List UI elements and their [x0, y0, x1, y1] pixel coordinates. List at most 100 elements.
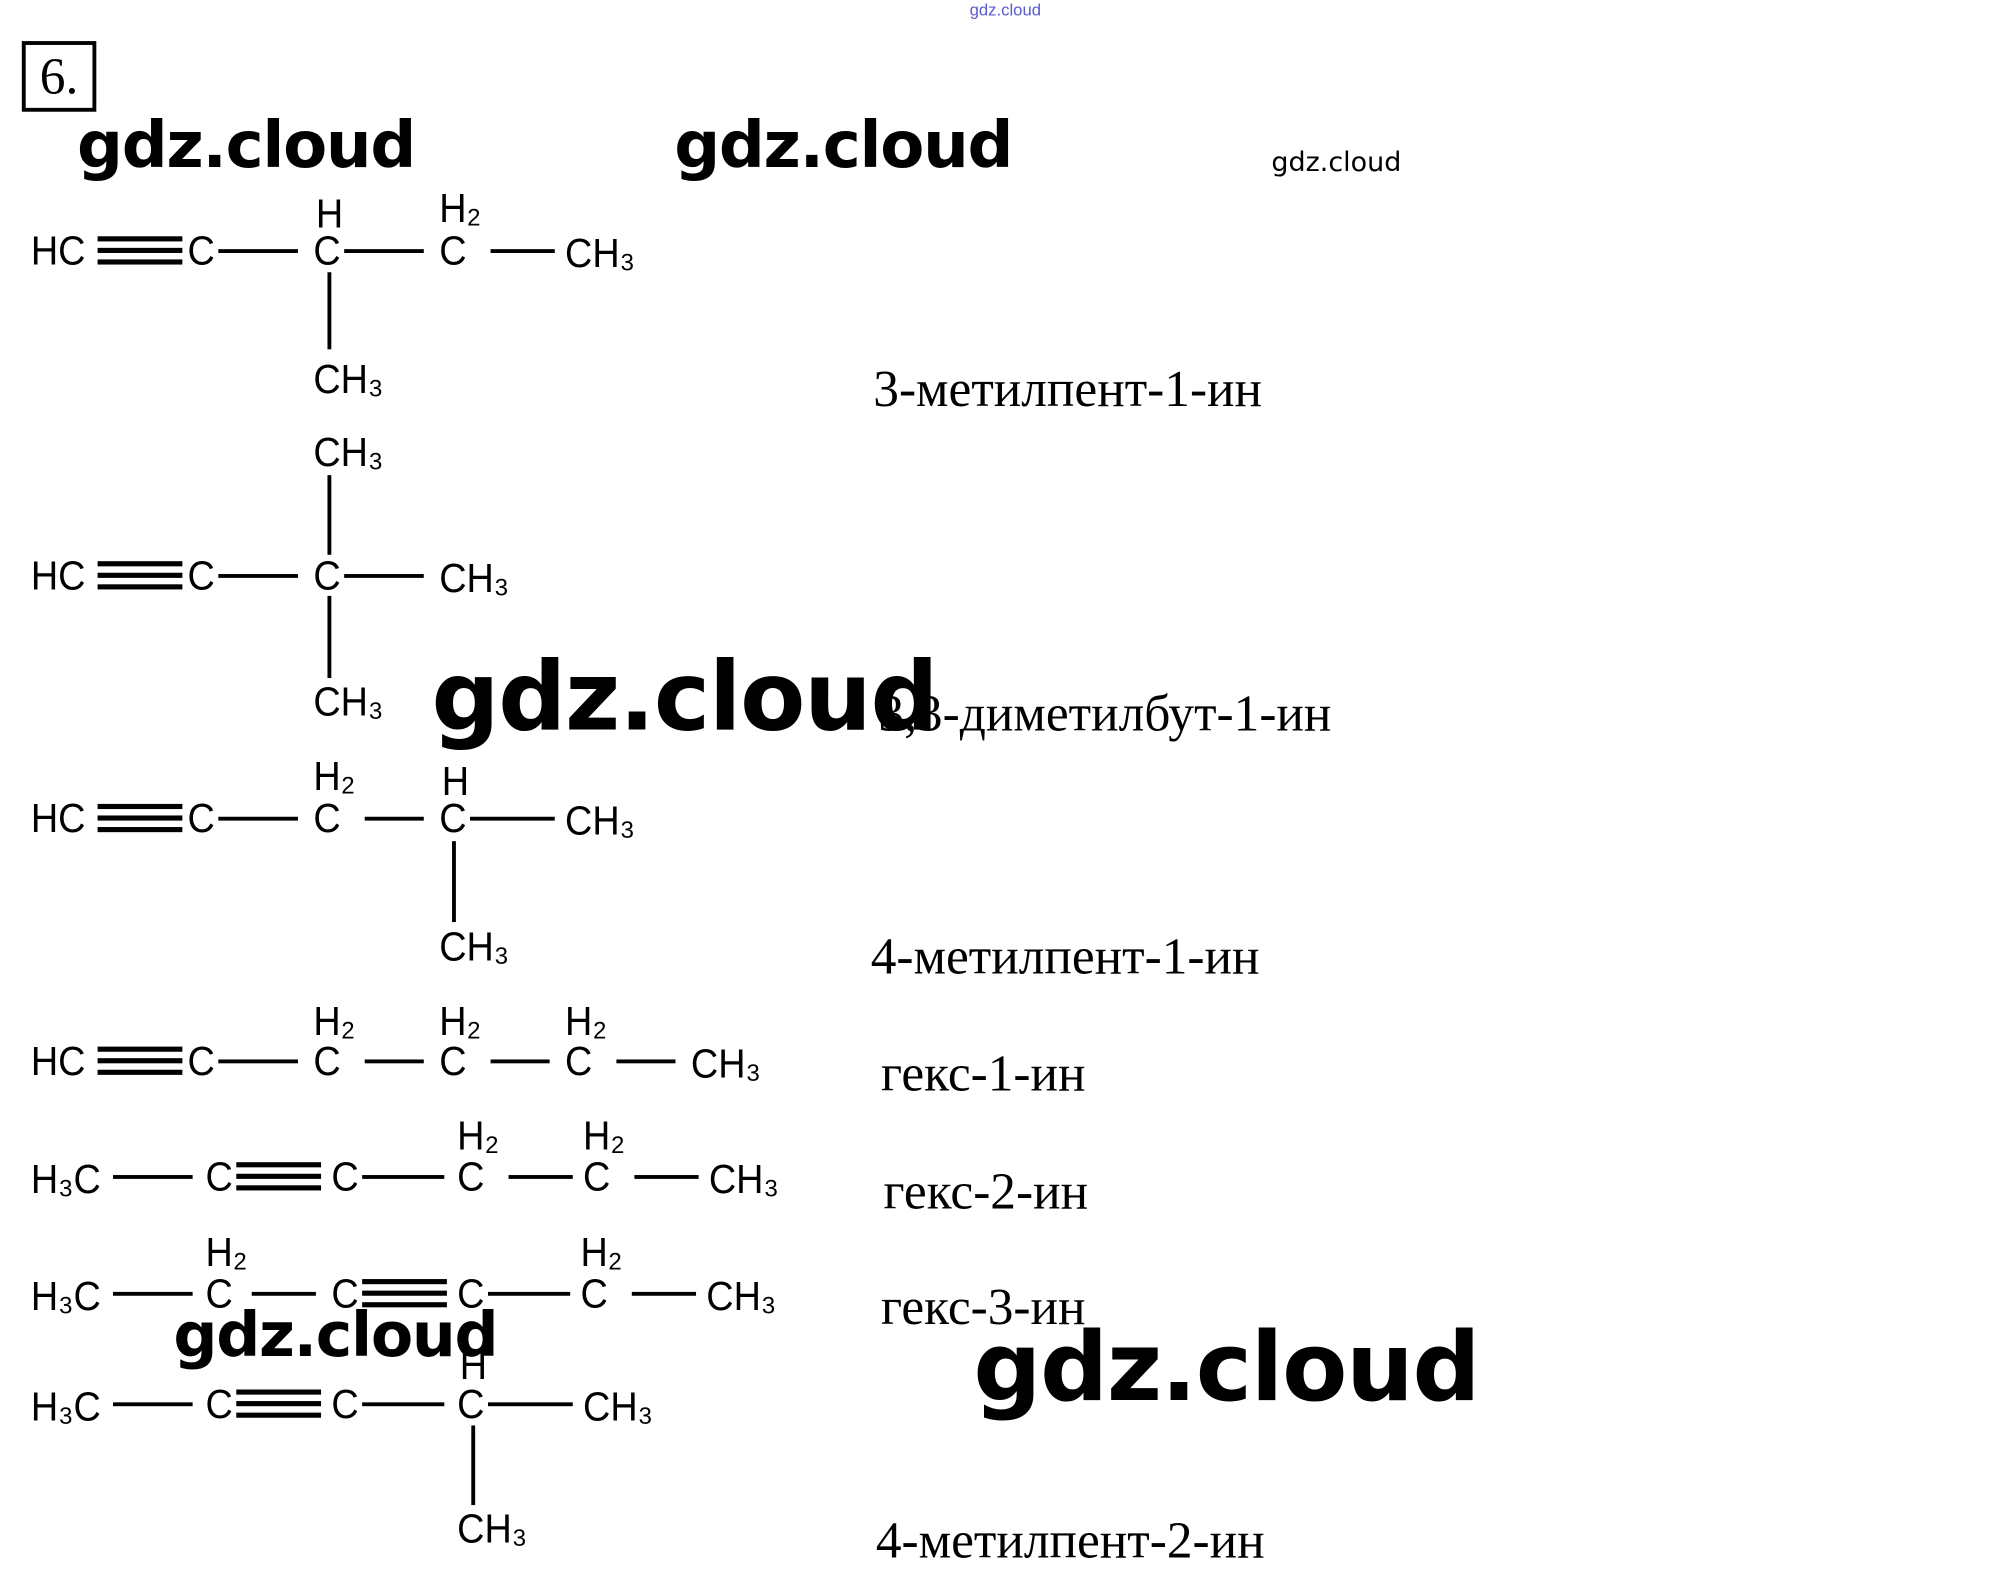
compound-name: гекс-1-ин — [880, 1044, 1086, 1102]
single-bond — [326, 595, 331, 679]
atom-label: C — [331, 1380, 359, 1427]
compound-name: 4-метилпент-2-ин — [875, 1511, 1265, 1570]
atom-label: HC — [30, 227, 86, 274]
single-bond — [487, 1401, 573, 1406]
atom-label: C — [187, 1037, 215, 1084]
atom-label: H₂ — [583, 1112, 626, 1159]
atom-label: C — [313, 1037, 341, 1084]
triple-bond-line — [97, 803, 183, 810]
single-bond — [362, 1401, 445, 1406]
single-bond — [218, 816, 298, 820]
atom-label: C — [580, 1270, 608, 1317]
atom-label: C — [331, 1270, 359, 1317]
triple-bond-line — [97, 247, 183, 253]
compound-name: 3-метилпент-1-ин — [873, 359, 1263, 418]
atom-label: CH₃ — [313, 355, 384, 402]
compound-name: 3,3-диметилбут-1-ин — [878, 684, 1332, 743]
triple-bond-line — [362, 1279, 447, 1285]
single-bond — [490, 1058, 550, 1063]
watermark-top: gdz.cloud — [969, 0, 1042, 20]
triple-bond-line — [236, 1173, 322, 1179]
atom-label: CH₃ — [457, 1505, 528, 1552]
compound-name: гекс-2-ин — [883, 1162, 1089, 1220]
atom-label: C — [187, 227, 215, 274]
atom-label: H₂ — [457, 1112, 500, 1159]
triple-bond-line — [236, 1162, 322, 1168]
triple-bond-line — [97, 584, 183, 590]
triple-bond-line — [236, 1389, 322, 1395]
single-bond — [113, 1291, 193, 1296]
atom-label: CH₃ — [583, 1383, 654, 1430]
task-number: 6. — [21, 41, 97, 112]
single-bond — [470, 816, 555, 820]
watermark: gdz.cloud — [674, 107, 1013, 183]
single-bond — [218, 1058, 298, 1063]
single-bond — [490, 248, 555, 253]
triple-bond-line — [97, 259, 183, 265]
atom-label: C — [205, 1153, 233, 1200]
atom-label: H₃C — [30, 1272, 101, 1319]
atom-label: H₂ — [313, 752, 356, 799]
triple-bond-line — [97, 815, 183, 821]
triple-bond-line — [97, 236, 183, 242]
atom-label: C — [187, 552, 215, 599]
single-bond — [616, 1058, 676, 1063]
atom-label: C — [205, 1380, 233, 1427]
atom-label: HC — [30, 1037, 86, 1084]
watermark: gdz.cloud — [77, 107, 416, 183]
atom-label: H₂ — [439, 997, 482, 1045]
single-bond — [487, 1291, 571, 1296]
triple-bond-line — [362, 1290, 447, 1296]
atom-label: C — [457, 1380, 485, 1427]
atom-label: C — [331, 1153, 359, 1200]
triple-bond-line — [97, 572, 183, 578]
single-bond — [451, 841, 456, 923]
atom-label: CH₃ — [706, 1272, 777, 1319]
atom-label: C — [457, 1153, 485, 1200]
triple-bond-line — [362, 1302, 447, 1308]
watermark: gdz.cloud — [173, 1299, 498, 1372]
atom-label: HC — [30, 552, 86, 599]
triple-bond-line — [97, 1069, 183, 1075]
single-bond — [508, 1174, 573, 1179]
atom-label: C — [565, 1037, 593, 1084]
triple-bond-line — [97, 1046, 183, 1052]
single-bond — [218, 573, 298, 578]
atom-label: H₂ — [205, 1228, 248, 1276]
atom-label: CH₃ — [565, 797, 636, 844]
atom-label: H — [459, 1341, 488, 1389]
single-bond — [326, 475, 331, 555]
single-bond — [251, 1291, 316, 1296]
atom-label: H₃C — [30, 1155, 101, 1203]
atom-label: C — [457, 1270, 485, 1317]
atom-label: H₂ — [565, 997, 608, 1045]
single-bond — [364, 1058, 424, 1063]
atom-label: H — [315, 190, 344, 237]
atom-label: H₂ — [439, 184, 482, 232]
single-bond — [113, 1174, 193, 1179]
atom-label: C — [439, 227, 467, 274]
single-bond — [634, 1174, 699, 1179]
single-bond — [326, 272, 331, 350]
watermark: gdz.cloud — [973, 1312, 1480, 1423]
atom-label: HC — [30, 794, 86, 842]
atom-label: C — [439, 1037, 467, 1084]
atom-label: C — [205, 1270, 233, 1317]
triple-bond-line — [97, 561, 183, 567]
atom-label: C — [439, 794, 467, 842]
compound-name: гекс-3-ин — [880, 1277, 1086, 1336]
triple-bond-line — [236, 1185, 322, 1191]
atom-label: C — [583, 1153, 611, 1200]
atom-label: CH₃ — [313, 678, 384, 725]
triple-bond-line — [236, 1412, 322, 1418]
atom-label: CH₃ — [439, 554, 510, 602]
atom-label: H₃C — [30, 1383, 101, 1430]
atom-label: CH₃ — [708, 1155, 779, 1203]
compound-name: 4-метилпент-1-ин — [870, 927, 1260, 985]
single-bond — [364, 816, 424, 820]
watermark: gdz.cloud — [431, 642, 938, 753]
single-bond — [631, 1291, 697, 1296]
atom-label: H — [441, 757, 470, 804]
atom-label: C — [313, 552, 341, 599]
triple-bond-line — [97, 1058, 183, 1064]
